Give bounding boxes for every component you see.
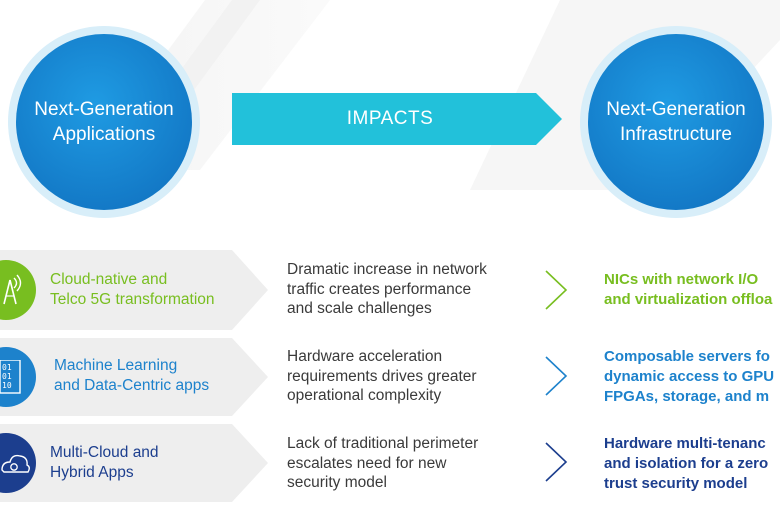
row-2-label: Machine Learning and Data-Centric apps [54,356,209,396]
row-2-result-line1: Composable servers fo [604,348,770,365]
impacts-label: IMPACTS [346,108,434,129]
chevron-icon-2 [545,356,568,396]
row-3-desc-line2: escalates need for new [287,454,447,472]
row-band-3 [0,424,268,502]
right-circle-line2: Infrastructure [620,124,732,145]
row-1-result-line2: and virtualization offloa [604,291,773,308]
row-1-result: NICs with network I/O and virtualization… [604,270,772,310]
left-circle-label: Next-Generation Applications [16,97,192,147]
left-circle-line2: Applications [52,124,156,145]
row-2-desc-line2: requirements drives greater [287,367,477,385]
row-icon-circle-3 [0,433,36,493]
impacts-arrow [232,93,562,145]
row-2-result-line3: FPGAs, storage, and m [604,388,770,405]
row-2-label-line2: and Data-Centric apps [54,377,210,394]
chevron-icon-1 [545,270,568,310]
row-icon-circle-2 [0,347,36,407]
row-2-desc-line3: operational complexity [287,387,442,404]
row-3-label-line2: Hybrid Apps [50,464,134,481]
row-3-label: Multi-Cloud and Hybrid Apps [50,443,159,483]
row-band-2 [0,338,268,416]
row-3-desc-line3: security model [287,474,387,491]
row-1-label: Cloud-native and Telco 5G transformation [50,270,215,310]
row-1-label-line2: Telco 5G transformation [50,291,215,308]
row-3-result-line3: trust security model [604,475,748,492]
row-1-desc-line2: traffic creates performance [287,280,472,298]
5g-tower-icon [3,274,22,305]
binary-data-icon: 01 01 10 [0,360,21,394]
row-3-description: Lack of traditional perimeter escalates … [287,434,478,493]
svg-text:01: 01 [2,363,12,372]
left-circle-line1: Next-Generation [34,99,174,120]
svg-text:01: 01 [2,372,12,381]
row-3-label-line1: Multi-Cloud and [50,444,159,461]
row-3-desc-line1: Lack of traditional perimeter [287,435,479,452]
chevron-icon-3 [545,442,568,482]
row-1-desc-line3: and scale challenges [287,300,432,317]
row-2-result-line2: dynamic access to GPU [604,368,775,385]
row-band-1 [0,250,268,330]
row-2-desc-line1: Hardware acceleration [287,348,443,365]
row-1-result-line1: NICs with network I/O [604,271,759,288]
row-3-result-line2: and isolation for a zero [604,455,769,472]
row-2-result: Composable servers fo dynamic access to … [604,347,774,407]
right-circle-label: Next-Generation Infrastructure [588,97,764,147]
row-1-label-line1: Cloud-native and [50,271,168,288]
row-3-result-line1: Hardware multi-tenanc [604,435,766,452]
row-1-desc-line1: Dramatic increase in network [287,261,487,278]
cloud-gear-icon [1,454,30,473]
row-2-label-line1: Machine Learning [54,357,178,374]
row-1-description: Dramatic increase in network traffic cre… [287,260,487,319]
right-circle-line1: Next-Generation [606,99,746,120]
svg-text:10: 10 [2,381,12,390]
right-circle [588,34,764,210]
row-2-description: Hardware acceleration requirements drive… [287,347,477,406]
left-circle [16,34,192,210]
row-3-result: Hardware multi-tenanc and isolation for … [604,434,768,494]
